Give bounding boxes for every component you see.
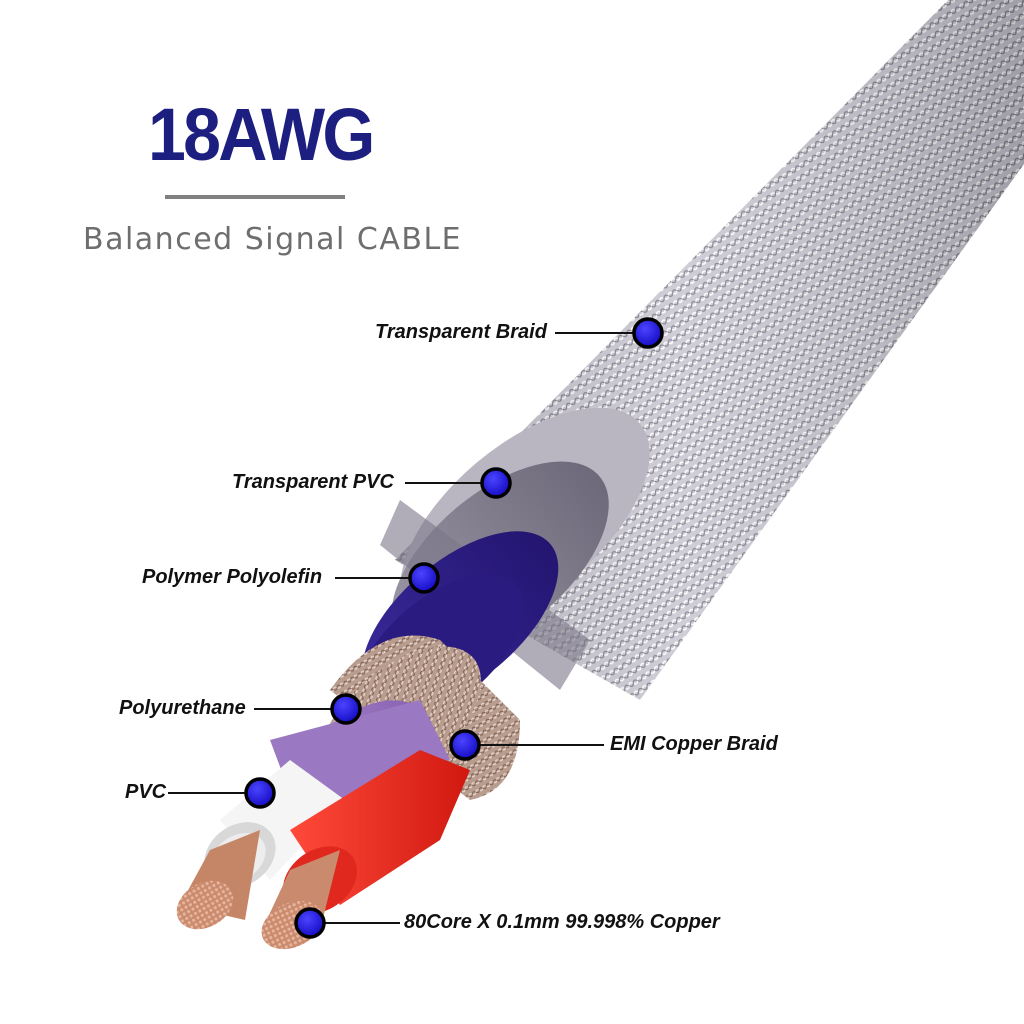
product-title: 18AWG bbox=[148, 93, 375, 176]
white-pvc-conductor bbox=[176, 760, 345, 930]
callout-markers bbox=[244, 317, 664, 939]
marker-emi-copper-braid bbox=[449, 729, 481, 761]
marker-copper-core bbox=[294, 907, 326, 939]
product-subtitle: Balanced Signal CABLE bbox=[83, 222, 463, 257]
marker-polyurethane bbox=[330, 693, 362, 725]
label-copper-core: 80Core X 0.1mm 99.998% Copper bbox=[404, 911, 720, 933]
marker-transparent-pvc bbox=[480, 467, 512, 499]
marker-polymer-polyolefin bbox=[408, 562, 440, 594]
label-pvc: PVC bbox=[125, 781, 167, 803]
label-polymer-polyolefin: Polymer Polyolefin bbox=[142, 566, 323, 588]
marker-transparent-braid bbox=[632, 317, 664, 349]
label-transparent-braid: Transparent Braid bbox=[375, 321, 547, 343]
label-transparent-pvc: Transparent PVC bbox=[232, 471, 394, 493]
label-polyurethane: Polyurethane bbox=[119, 697, 246, 719]
label-emi-copper-braid: EMI Copper Braid bbox=[610, 733, 778, 755]
marker-pvc bbox=[244, 777, 276, 809]
title-divider bbox=[165, 195, 345, 199]
